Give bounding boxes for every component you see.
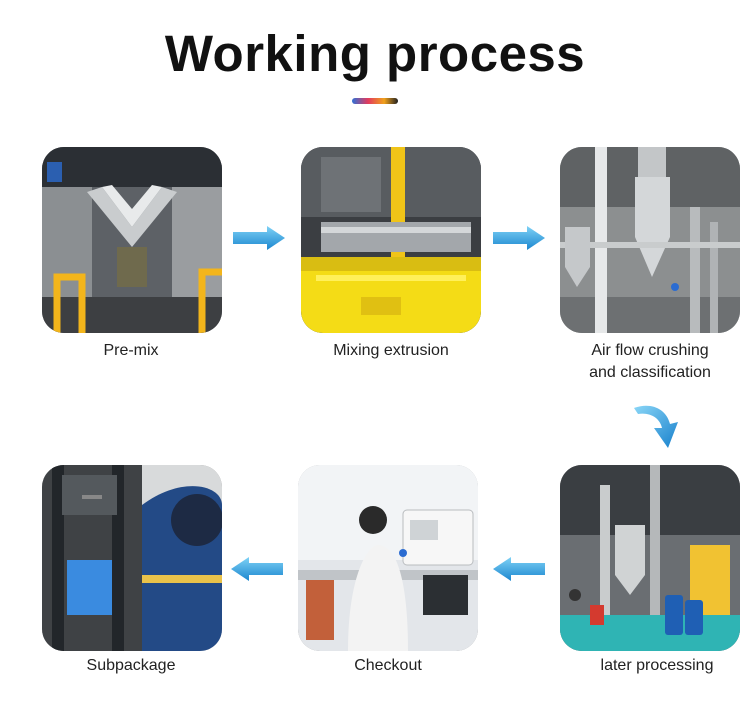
step-label-subpackage: Subpackage [11, 655, 251, 677]
arrow-curved-down-icon [632, 400, 680, 450]
step-image-mixing-extrusion [301, 147, 481, 333]
step-label-later-processing: later processing [537, 655, 750, 677]
arrow-right-icon [493, 226, 545, 250]
step-label-checkout: Checkout [268, 655, 508, 677]
step-label-air-flow-line2: and classification [589, 364, 711, 381]
step-image-air-flow-crushing [560, 147, 740, 333]
step-label-air-flow-crushing: Air flow crushing and classification [530, 340, 750, 384]
step-label-pre-mix: Pre-mix [11, 340, 251, 362]
step-image-later-processing [560, 465, 740, 651]
page-title: Working process [0, 24, 750, 83]
step-label-air-flow-line1: Air flow crushing [591, 342, 708, 359]
title-underline [352, 98, 398, 104]
step-image-subpackage [42, 465, 222, 651]
arrow-left-icon [493, 557, 545, 581]
step-image-pre-mix [42, 147, 222, 333]
step-image-checkout [298, 465, 478, 651]
arrow-left-icon [231, 557, 283, 581]
arrow-right-icon [233, 226, 285, 250]
step-label-mixing-extrusion: Mixing extrusion [271, 340, 511, 362]
